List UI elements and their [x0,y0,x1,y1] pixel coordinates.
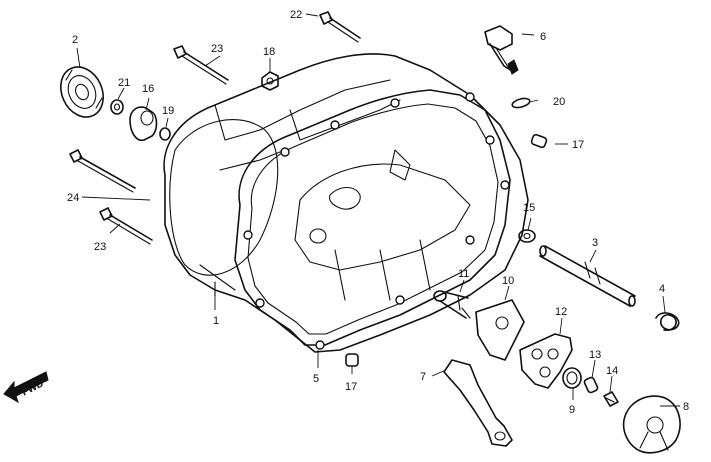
callout-16: 16 [142,83,154,95]
callout-10: 10 [502,275,514,287]
callout-20: 20 [553,96,565,108]
gasket [234,89,511,350]
fwd-direction-marker: FWD [3,371,49,404]
callout-23-lower: 23 [94,241,106,253]
callout-8: 8 [683,401,689,413]
callout-17-lower: 17 [345,381,357,393]
part-9-bushing [562,367,582,389]
crankcase-cover [163,53,529,353]
callout-3: 3 [592,237,598,249]
part-20-washer [511,97,531,109]
callout-23-upper: 23 [211,43,223,55]
callout-12: 12 [555,306,567,318]
bolt-23-upper [173,45,229,85]
part-3-shaft [539,245,636,307]
part-13-pin [583,376,599,394]
callout-13: 13 [589,349,601,361]
bolt-22 [319,11,361,43]
callout-11: 11 [458,268,469,280]
fwd-arrow-icon [3,371,49,404]
leader-lines [76,13,680,407]
part-12-cam-plate [519,333,573,389]
fwd-label: FWD [20,378,45,398]
callout-14: 14 [606,365,618,377]
callout-9: 9 [569,404,575,416]
callout-17-upper: 17 [572,139,584,151]
callout-7: 7 [420,371,426,383]
part-10-plate [475,299,525,361]
part-21-washer [110,99,124,115]
callout-4: 4 [659,283,665,295]
part-11-pivot [433,290,471,319]
callout-19: 19 [162,105,174,117]
callout-1: 1 [213,315,219,327]
callout-labels: 1 2 3 4 5 6 7 8 9 10 11 12 13 14 15 16 1… [67,9,689,416]
part-15-washer [518,229,536,243]
part-8-gear-cap [622,395,681,454]
part-19-oring [159,127,171,141]
part-6-plug [484,25,519,75]
part-2-cap [60,66,104,118]
callout-2: 2 [72,34,78,46]
bolt-24 [69,149,136,193]
part-7-lever [443,359,513,447]
part-18-nut [261,71,279,91]
part-14-screw [603,391,619,407]
part-16-grommet [129,106,158,142]
callout-22: 22 [290,9,302,21]
callout-18: 18 [263,46,275,58]
callout-21: 21 [118,77,130,89]
callout-6: 6 [540,31,546,43]
part-17-dowel-lower [345,353,359,367]
part-17-dowel-upper [530,133,548,149]
bolt-23-lower [99,207,153,245]
callout-5: 5 [313,373,319,385]
part-4-spring [655,312,680,331]
callout-15: 15 [523,202,535,214]
callout-24: 24 [67,192,79,204]
